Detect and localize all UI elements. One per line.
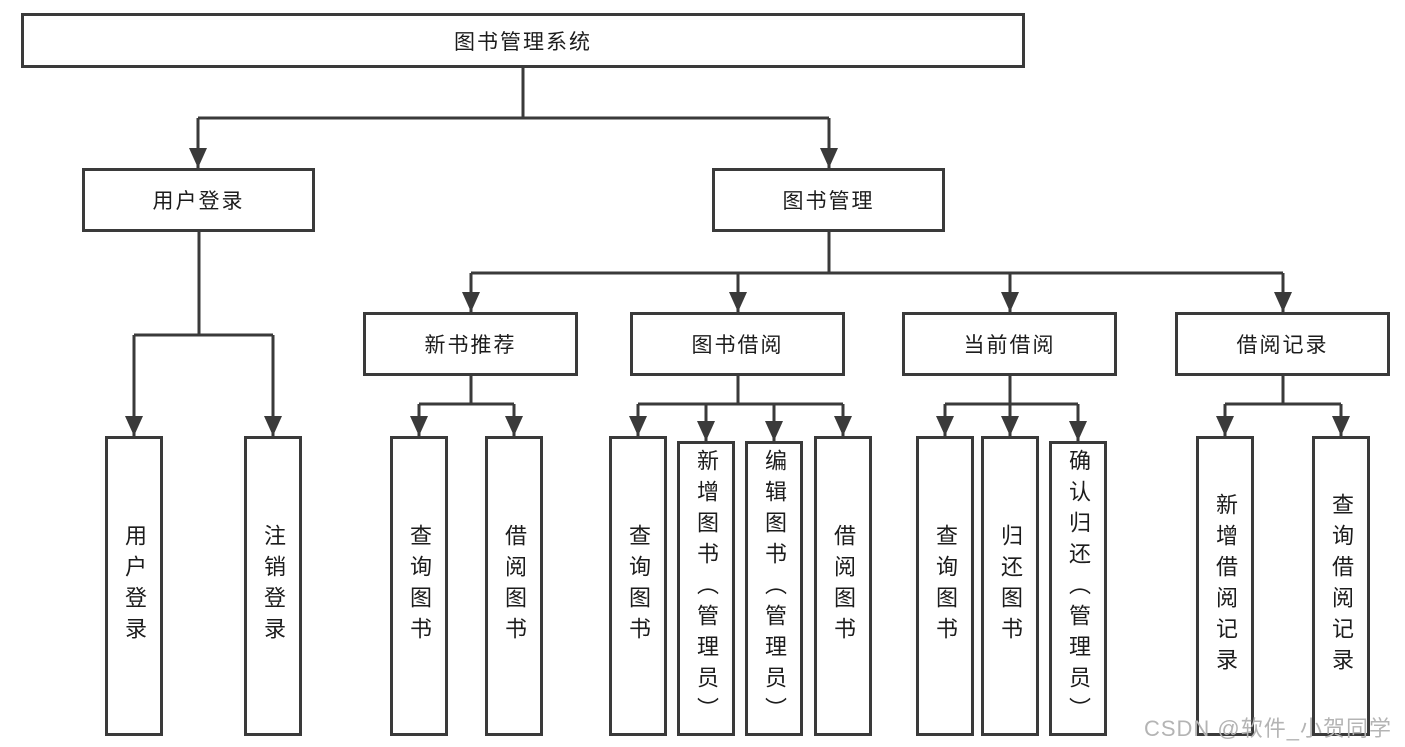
node-borrowing-records: 借阅记录 bbox=[1175, 312, 1390, 376]
leaf-query-books-current: 查询图书 bbox=[916, 436, 974, 736]
leaf-add-borrow-record: 新增借阅记录 bbox=[1196, 436, 1254, 736]
leaf-logout: 注销登录 bbox=[244, 436, 302, 736]
leaf-return-books: 归还图书 bbox=[981, 436, 1039, 736]
leaf-borrow-books-recommend: 借阅图书 bbox=[485, 436, 543, 736]
node-book-management: 图书管理 bbox=[712, 168, 945, 232]
leaf-query-borrow-record: 查询借阅记录 bbox=[1312, 436, 1370, 736]
leaf-edit-book-admin: 编辑图书（管理员） bbox=[745, 441, 803, 736]
leaf-query-books-borrowing: 查询图书 bbox=[609, 436, 667, 736]
node-user-login: 用户登录 bbox=[82, 168, 315, 232]
node-new-book-recommend: 新书推荐 bbox=[363, 312, 578, 376]
node-current-borrowing: 当前借阅 bbox=[902, 312, 1117, 376]
leaf-confirm-return-admin: 确认归还（管理员） bbox=[1049, 441, 1107, 736]
leaf-user-login: 用户登录 bbox=[105, 436, 163, 736]
leaf-add-book-admin: 新增图书（管理员） bbox=[677, 441, 735, 736]
watermark-csdn: CSDN @软件_小贺同学 bbox=[1143, 716, 1392, 741]
node-library-management-system: 图书管理系统 bbox=[21, 13, 1025, 68]
node-book-borrowing: 图书借阅 bbox=[630, 312, 845, 376]
leaf-borrow-books-borrowing: 借阅图书 bbox=[814, 436, 872, 736]
leaf-query-books-recommend: 查询图书 bbox=[390, 436, 448, 736]
